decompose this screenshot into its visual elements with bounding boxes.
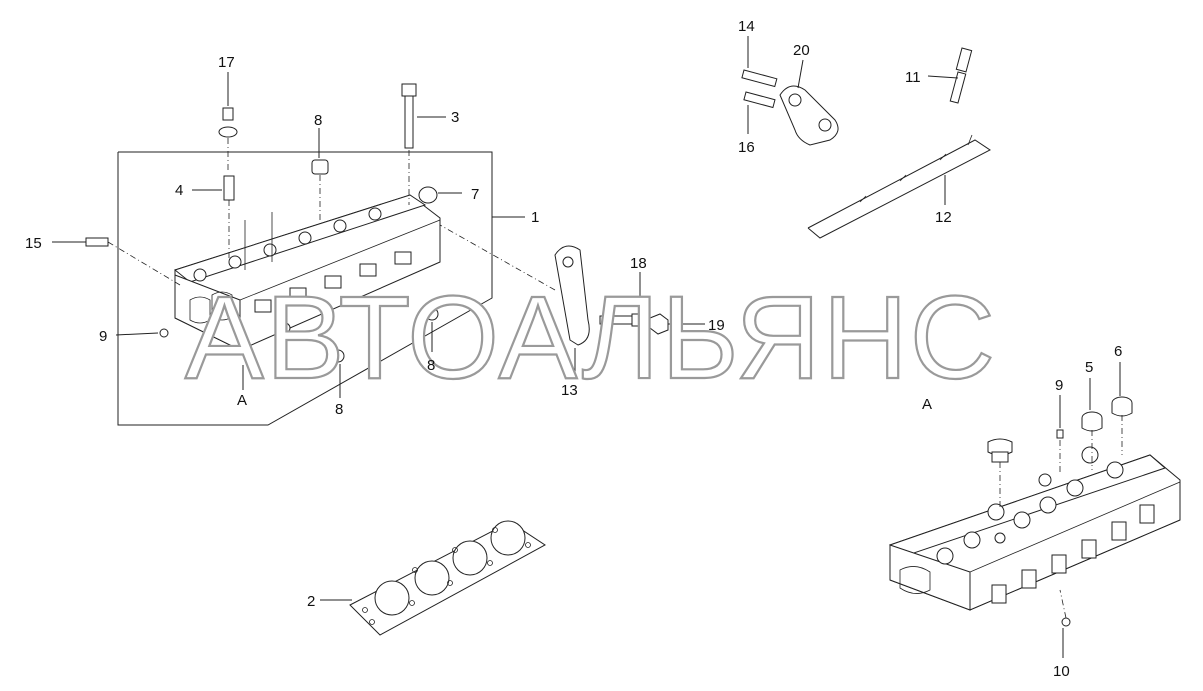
- callout-15: 15: [25, 235, 42, 252]
- mounting-bracket: [779, 85, 839, 146]
- bracket-bolt-lower: [743, 91, 776, 109]
- callout-5: 5: [1085, 359, 1093, 376]
- callout-7: 7: [471, 186, 479, 203]
- cup-plug-6: [1111, 396, 1133, 455]
- small-plug-9-detail: [1056, 429, 1064, 475]
- cup-plug-5: [1081, 411, 1103, 470]
- head-gasket: [349, 520, 546, 636]
- assembly-frame: [117, 151, 493, 426]
- callout-8-upper: 8: [314, 112, 322, 129]
- callout-9-left: 9: [99, 328, 107, 345]
- callout-4: 4: [175, 182, 183, 199]
- callout-2: 2: [307, 593, 315, 610]
- watermark-text: АВТОАЛЬЯНС: [185, 272, 997, 404]
- callout-19: 19: [708, 317, 725, 334]
- callout-9-right: 9: [1055, 377, 1063, 394]
- stud: [85, 237, 181, 286]
- cylinder-head: [173, 194, 441, 363]
- plug-upper: [311, 159, 329, 220]
- bracket-nut: [649, 313, 669, 335]
- callout-13: 13: [561, 382, 578, 399]
- dowel-pin: [223, 175, 235, 260]
- callout-8-right: 8: [427, 357, 435, 374]
- callout-3: 3: [451, 109, 459, 126]
- callout-1: 1: [531, 209, 539, 226]
- core-plug-large: [987, 438, 1013, 510]
- callout-16: 16: [738, 139, 755, 156]
- glow-plug: [949, 47, 973, 104]
- callout-11: 11: [905, 69, 921, 86]
- callout-12: 12: [935, 209, 952, 226]
- callout-20: 20: [793, 42, 810, 59]
- bracket-bolt-upper: [741, 69, 778, 88]
- cap-plug: [418, 186, 438, 204]
- detail-view-a: [888, 446, 1181, 611]
- callout-a-right: A: [922, 396, 932, 413]
- callout-6: 6: [1114, 343, 1122, 360]
- lifting-bracket: [439, 224, 590, 346]
- callout-8-lower: 8: [335, 401, 343, 418]
- connector-bar: [807, 134, 991, 239]
- bracket-bolt: [599, 313, 643, 327]
- small-plug-10-detail: [1059, 589, 1071, 627]
- callout-18: 18: [630, 255, 647, 272]
- callout-14: 14: [738, 18, 755, 35]
- bolt-with-washer: [218, 107, 238, 172]
- callout-labels: 17 8 3 4 7 1 15 9 8 8 A 18 19 13 14 20 1…: [25, 18, 1122, 680]
- callout-10: 10: [1053, 663, 1070, 680]
- leader-lines: [52, 36, 1121, 658]
- small-plug-left: [159, 328, 169, 338]
- head-bolt: [401, 83, 417, 205]
- callout-17: 17: [218, 54, 235, 71]
- callout-a-left: A: [237, 392, 247, 409]
